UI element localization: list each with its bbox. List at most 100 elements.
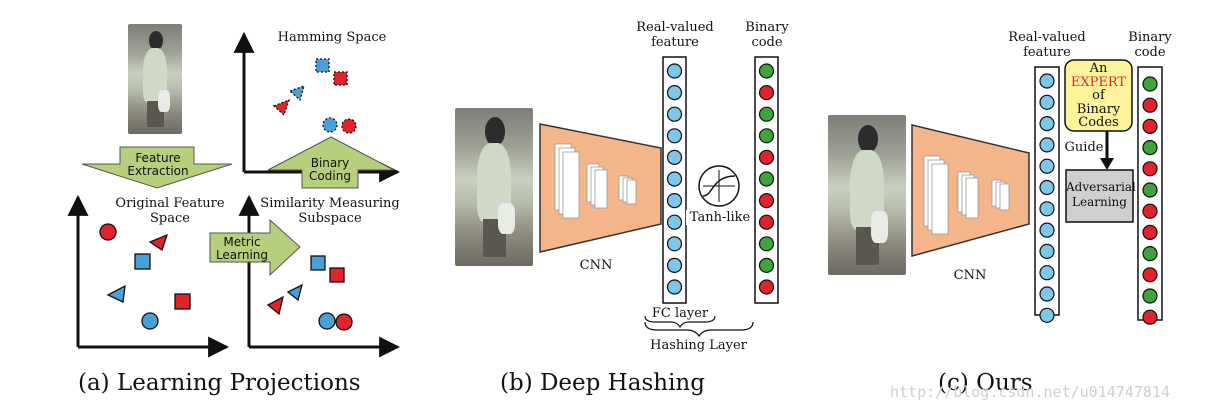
- adversarial-box: [1065, 169, 1134, 223]
- real-valued-c-node: [1039, 179, 1055, 196]
- binary-c-node: [1142, 203, 1158, 219]
- feature-extraction-arrow: [81, 146, 233, 189]
- caption-b: (b) Deep Hashing: [500, 370, 705, 396]
- binary-b-node: [758, 128, 775, 144]
- real-valued-c-node: [1039, 115, 1055, 132]
- binary-b-node: [758, 279, 775, 295]
- hamming-square-blue: [315, 58, 330, 73]
- binary-b-node: [758, 84, 775, 101]
- hamming-triangle-red: [272, 98, 291, 117]
- similarity-axes: [238, 194, 401, 358]
- person-photo-c: [828, 115, 906, 275]
- original-axes: [67, 194, 230, 358]
- binary-c-node: [1142, 309, 1158, 325]
- original-square-red: [174, 293, 191, 310]
- real-valued-c-node: [1039, 158, 1055, 174]
- cnn-block-c: [911, 124, 1030, 257]
- real-valued-b-node: [666, 214, 683, 230]
- real-valued-b-node: [666, 171, 683, 187]
- tanh-label: Tanh-like: [686, 210, 754, 225]
- real-valued-c-node: [1039, 265, 1055, 281]
- caption-a: (a) Learning Projections: [78, 370, 361, 396]
- caption-c: (c) Ours: [938, 370, 1033, 396]
- real-valued-b-node: [666, 236, 683, 252]
- real-valued-b-node: [666, 84, 683, 101]
- real-valued-c-node: [1039, 94, 1055, 110]
- binary-coding-arrow: [267, 136, 395, 189]
- binary-c-node: [1142, 267, 1158, 283]
- real-valued-nodes-c: [1039, 73, 1055, 323]
- binary-b-node: [758, 214, 775, 230]
- hamming-circle-red: [341, 118, 357, 134]
- hamming-triangle-blue: [288, 84, 305, 102]
- real-valued-b-node: [666, 149, 683, 165]
- binary-b-node: [758, 236, 775, 252]
- real-valued-c-node: [1039, 201, 1055, 217]
- binary-c-node: [1142, 246, 1158, 262]
- similarity-circle-blue: [318, 312, 336, 330]
- real-valued-label-b: Real-valued feature: [636, 20, 714, 50]
- binary-b-node: [758, 257, 775, 273]
- original-triangle-blue: [106, 284, 126, 303]
- binary-b-node: [758, 193, 775, 209]
- similarity-space-label: Similarity Measuring Subspace: [260, 196, 400, 226]
- person-photo-b: [455, 108, 533, 266]
- watermark: http://blog.csdn.net/u014747814: [890, 383, 1170, 401]
- adversarial-text: Adversarial Learning: [1066, 180, 1136, 209]
- metric-learning-arrow: [209, 218, 301, 277]
- similarity-square-blue: [310, 255, 326, 271]
- cnn-label-c: CNN: [953, 268, 987, 283]
- similarity-circle-red: [335, 313, 353, 331]
- similarity-points: [266, 255, 353, 331]
- real-valued-b-node: [666, 128, 683, 144]
- real-valued-nodes-b: [666, 63, 683, 295]
- binary-c-node: [1142, 224, 1158, 240]
- binary-c-node: [1142, 140, 1158, 156]
- similarity-triangle-red: [266, 295, 284, 316]
- real-valued-c-node: [1039, 286, 1055, 302]
- hamming-points: [272, 58, 357, 134]
- real-valued-c-node: [1039, 243, 1055, 259]
- binary-code-label-b: Binary code: [745, 20, 789, 50]
- similarity-square-red: [329, 267, 345, 283]
- guide-label: Guide: [1064, 140, 1104, 155]
- real-valued-label-c: Real-valued feature: [1008, 30, 1086, 60]
- real-valued-c-node: [1039, 222, 1055, 238]
- expert-an: An: [1089, 61, 1108, 76]
- expert-rest: of Binary Codes: [1076, 88, 1121, 130]
- hashing-layer-brace: [644, 321, 754, 338]
- binary-b-node: [758, 171, 775, 187]
- binary-c-node: [1142, 182, 1158, 198]
- binary-b-node: [758, 106, 775, 122]
- hamming-space-label: Hamming Space: [277, 30, 387, 45]
- binary-code-label-c: Binary code: [1128, 30, 1172, 60]
- binary-c-node: [1142, 288, 1158, 304]
- similarity-triangle-blue: [286, 283, 303, 302]
- cnn-label-b: CNN: [579, 258, 613, 273]
- fc-layer-brace: [644, 315, 716, 329]
- binary-c-node: [1142, 161, 1158, 177]
- cnn-block-b: [539, 123, 662, 253]
- binary-nodes-b: [758, 63, 775, 295]
- hamming-square-red: [333, 71, 348, 86]
- fc-layer-label: FC layer: [651, 306, 709, 321]
- binary-b-node: [758, 63, 775, 79]
- real-valued-c-node: [1039, 73, 1055, 89]
- real-valued-c-node: [1039, 137, 1055, 153]
- binary-c-node: [1142, 76, 1158, 92]
- real-valued-b-node: [666, 193, 683, 209]
- expert-box: [1064, 59, 1133, 132]
- binary-b-node: [758, 149, 775, 165]
- original-circle-red: [99, 223, 117, 241]
- original-points: [99, 223, 191, 330]
- hamming-circle-blue: [322, 117, 338, 133]
- binary-nodes-c: [1142, 76, 1158, 325]
- person-photo-a: [128, 24, 182, 134]
- original-space-label: Original Feature Space: [115, 196, 225, 226]
- original-square-blue: [134, 253, 151, 270]
- expert-highlight: EXPERT: [1070, 74, 1127, 90]
